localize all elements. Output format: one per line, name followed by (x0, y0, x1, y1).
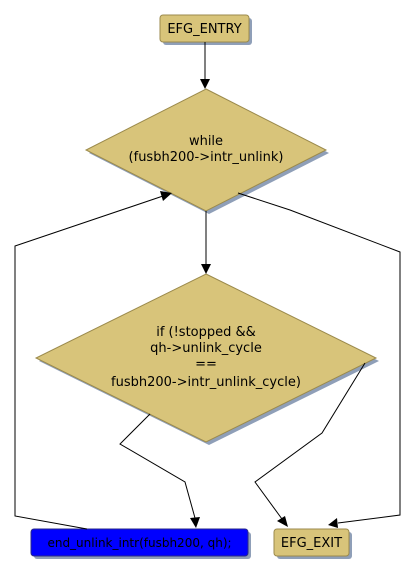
while-condition-line-1: while (189, 134, 223, 149)
entry-node: EFG_ENTRY (159, 14, 252, 45)
call-node-box (30, 528, 249, 557)
exit-node-label: EFG_EXIT (281, 536, 342, 551)
while-condition-node: while (fusbh200->intr_unlink) (84, 88, 329, 214)
edge-entry-to-while (200, 42, 210, 89)
while-condition-line-2: (fusbh200->intr_unlink) (129, 150, 284, 165)
if-condition-line-4: fusbh200->intr_unlink_cycle) (111, 375, 301, 390)
if-condition-diamond (34, 273, 378, 443)
edge-call-loop-to-while (14, 191, 172, 530)
if-condition-line-2: qh->unlink_cycle (150, 341, 262, 356)
exit-node: EFG_EXIT (273, 528, 352, 559)
if-condition-node: if (!stopped && qh->unlink_cycle == fusb… (34, 273, 379, 445)
edge-if-to-exit (254, 362, 366, 527)
exit-node-box (273, 528, 350, 557)
call-node: end_unlink_intr(fusbh200, qh); (30, 528, 251, 559)
if-condition-line-1: if (!stopped && (156, 325, 256, 340)
call-node-label: end_unlink_intr(fusbh200, qh); (47, 536, 231, 550)
entry-node-label: EFG_ENTRY (167, 22, 241, 37)
edge-while-to-exit (237, 192, 401, 528)
edge-if-to-call (119, 413, 200, 528)
edge-while-to-if (201, 211, 211, 274)
if-condition-line-3: == (195, 357, 217, 372)
